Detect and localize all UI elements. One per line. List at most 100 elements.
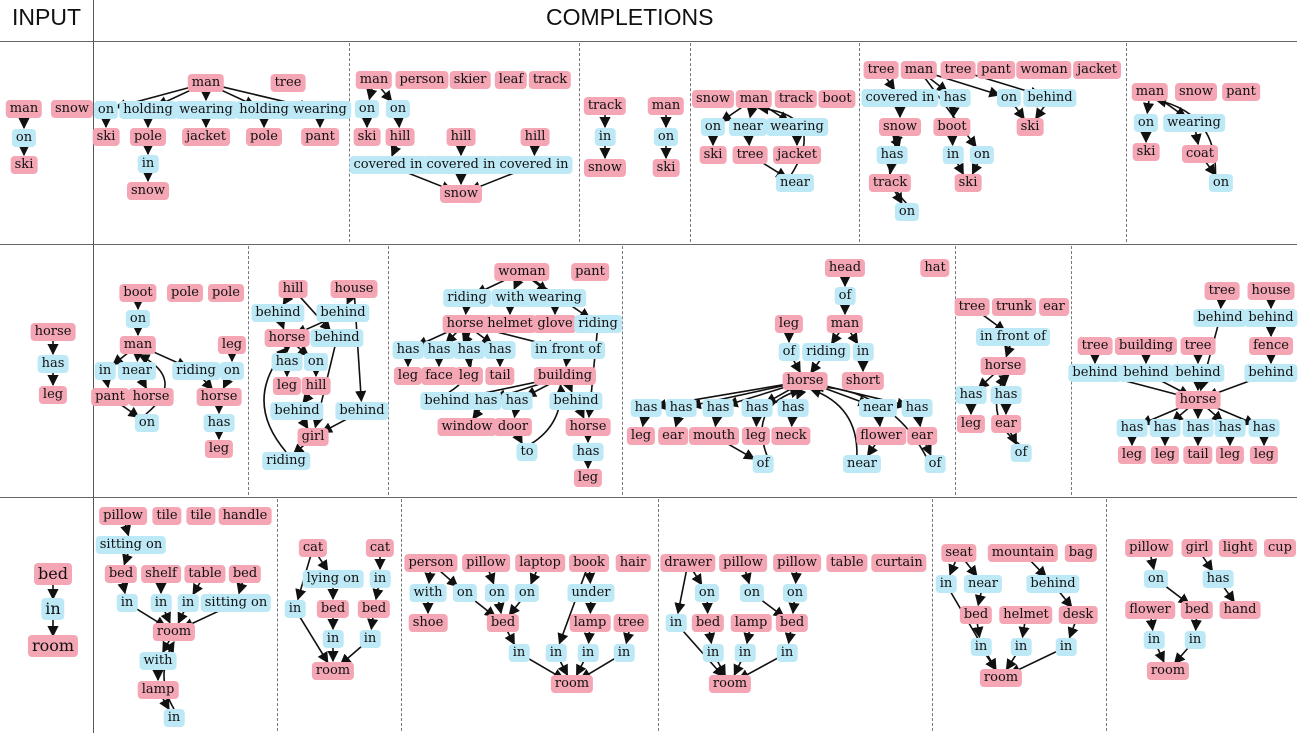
object-node: man — [355, 71, 393, 89]
relation-node: behind — [310, 329, 364, 347]
object-node: flower — [856, 427, 906, 445]
object-node: horse — [442, 315, 488, 333]
relation-node: on — [1133, 114, 1159, 132]
object-node: house — [330, 280, 378, 298]
object-node: ear — [907, 427, 937, 445]
object-node: pant — [91, 388, 129, 406]
edge-arrow — [222, 376, 233, 390]
relation-node: in — [508, 644, 530, 662]
object-node: snow — [692, 90, 734, 108]
edge-arrow — [948, 560, 959, 576]
object-node: girl — [1181, 539, 1213, 557]
object-node: man — [5, 100, 43, 118]
edge-arrow — [623, 631, 635, 645]
relation-node: on — [134, 414, 160, 432]
object-node: window — [437, 418, 497, 436]
edge-arrow — [830, 330, 842, 345]
relation-node: in — [1143, 631, 1165, 649]
edge-arrow — [1035, 104, 1047, 120]
relation-node: in — [94, 362, 116, 380]
relation-node: of — [834, 287, 856, 305]
relation-node: near — [775, 174, 815, 192]
object-node: man — [119, 336, 157, 354]
edge-arrow — [1028, 558, 1047, 578]
object-node: curtain — [871, 554, 927, 572]
relation-node: of — [1010, 444, 1032, 462]
relation-node: behind — [1023, 89, 1077, 107]
object-node: cat — [298, 539, 328, 557]
relation-node: in front of — [531, 341, 605, 359]
object-node: horse — [782, 372, 828, 390]
object-node: bed — [316, 600, 350, 618]
relation-node: wearing — [1163, 114, 1225, 132]
relation-node: on — [969, 146, 995, 164]
edge-arrow — [424, 571, 436, 585]
relation-node: riding — [574, 315, 622, 333]
edge-arrow — [530, 383, 567, 445]
relation-node: in — [369, 570, 391, 588]
object-node: tile — [152, 507, 182, 525]
object-node: hand — [1219, 601, 1261, 619]
relation-node: in — [116, 594, 138, 612]
edge-arrow — [809, 387, 858, 457]
relation-node: has — [777, 399, 809, 417]
object-node: lamp — [730, 614, 772, 632]
edge-arrow — [995, 374, 1020, 445]
edge-arrow — [1058, 590, 1073, 609]
object-node: pillow — [1125, 539, 1173, 557]
edge-arrow — [346, 292, 357, 305]
row-divider — [0, 244, 1297, 245]
relation-node: of — [778, 343, 800, 361]
edge-arrow — [117, 582, 129, 595]
object-node: ski — [1016, 118, 1044, 136]
object-node: seat — [941, 544, 977, 562]
object-node: tree — [1077, 337, 1113, 355]
relation-node: on — [11, 129, 37, 147]
object-node: bed — [34, 563, 72, 585]
object-node: jacket — [1073, 61, 1121, 79]
edge-arrow — [740, 571, 752, 585]
edge-arrow — [513, 277, 524, 290]
object-node: leg — [774, 315, 804, 333]
object-node: leg — [741, 427, 771, 445]
relation-node: has — [501, 392, 533, 410]
completion-divider — [932, 499, 933, 731]
edge-arrow — [493, 601, 505, 615]
relation-node: has — [484, 341, 516, 359]
object-node: pole — [130, 128, 166, 146]
relation-node: behind — [1171, 364, 1225, 382]
relation-node: behind — [1244, 364, 1298, 382]
relation-node: in — [545, 644, 567, 662]
edge-arrow — [1162, 583, 1190, 605]
edge-arrow — [529, 570, 541, 585]
relation-node: has — [37, 355, 69, 373]
relation-node: holding — [119, 101, 177, 119]
edge-arrow — [704, 631, 716, 645]
relation-node: on — [996, 89, 1022, 107]
object-node: hill — [385, 128, 415, 146]
relation-node: covered in — [861, 89, 939, 107]
edge-arrow — [711, 415, 723, 428]
object-node: ski — [353, 128, 381, 146]
completion-divider — [658, 499, 659, 731]
edge-arrow — [743, 631, 755, 645]
edge-arrow — [746, 106, 758, 119]
edge-arrow — [159, 697, 170, 711]
edge-arrow — [1201, 555, 1214, 572]
edge-arrow — [810, 358, 822, 374]
relation-node: to — [516, 443, 538, 461]
object-node: glove — [533, 315, 577, 333]
object-node: pole — [246, 128, 282, 146]
edge-arrow — [392, 116, 405, 129]
edge-arrow — [949, 591, 997, 671]
object-node: door — [493, 418, 533, 436]
edge-arrow — [847, 331, 859, 345]
object-node: lamp — [137, 681, 179, 699]
object-node: hat — [920, 259, 950, 277]
object-node: helmet — [999, 606, 1053, 624]
object-node: pant — [301, 128, 339, 146]
object-node: man — [900, 61, 938, 79]
relation-node: near — [117, 362, 157, 380]
object-node: hill — [520, 128, 550, 146]
object-node: tree — [1204, 282, 1240, 300]
